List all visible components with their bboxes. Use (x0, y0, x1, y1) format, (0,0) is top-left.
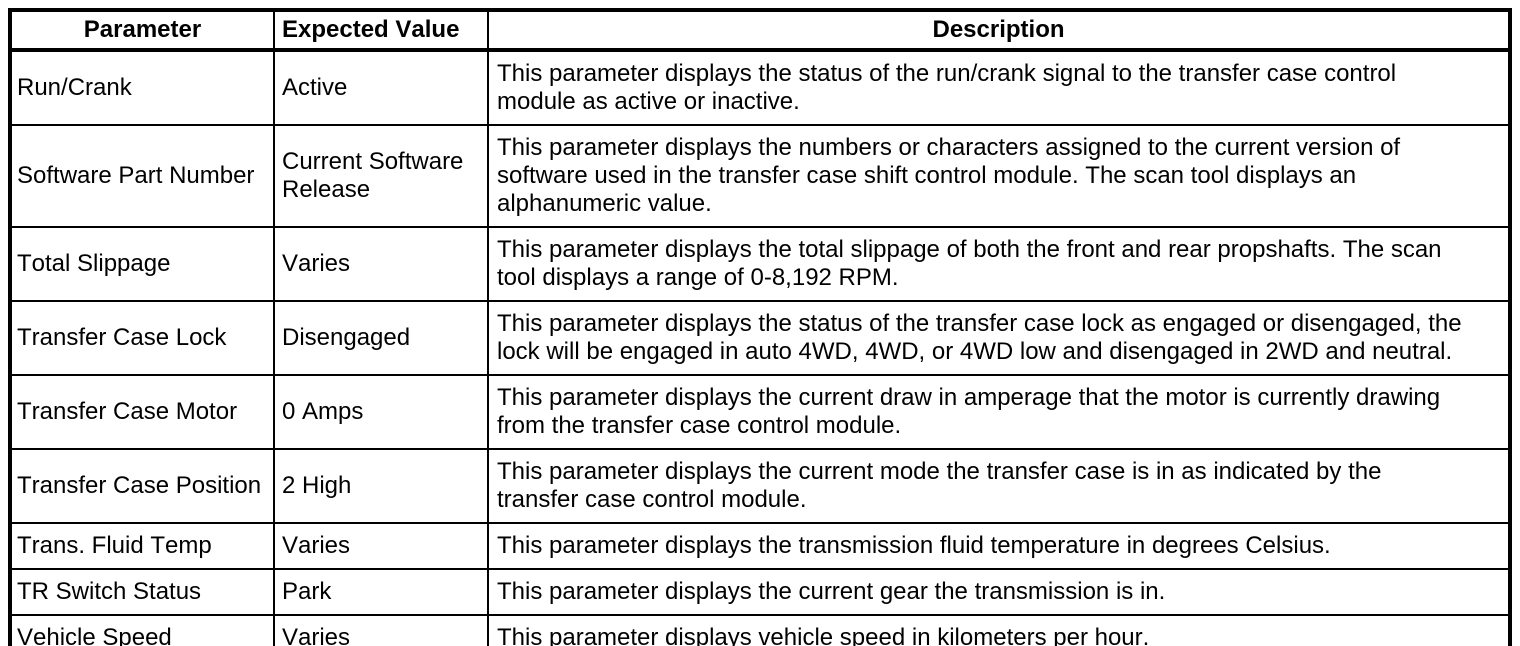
cell-description: This parameter displays vehicle speed in… (487, 614, 1511, 646)
cell-description: This parameter displays the current draw… (487, 374, 1511, 450)
cell-parameter: Run/Crank (9, 49, 275, 126)
cell-parameter: Transfer Case Motor (9, 374, 275, 450)
cell-expected-value: Park (273, 568, 489, 616)
cell-description: This parameter displays the total slippa… (487, 226, 1511, 302)
cell-description: This parameter displays the transmission… (487, 522, 1511, 570)
cell-expected-value: Varies (273, 614, 489, 646)
cell-expected-value: Varies (273, 226, 489, 302)
cell-expected-value: 2 High (273, 448, 489, 524)
column-header-description: Description (487, 9, 1511, 52)
table-header-row: Parameter Expected Value Description (9, 9, 1511, 52)
cell-parameter: Trans. Fluid Temp (9, 522, 275, 570)
cell-description: This parameter displays the current mode… (487, 448, 1511, 524)
column-header-parameter: Parameter (9, 9, 275, 52)
cell-expected-value: Disengaged (273, 300, 489, 376)
cell-description: This parameter displays the status of th… (487, 300, 1511, 376)
column-header-expected-value: Expected Value (273, 9, 489, 52)
cell-description: This parameter displays the numbers or c… (487, 124, 1511, 228)
cell-parameter: Transfer Case Lock (9, 300, 275, 376)
cell-expected-value: Current Software Release (273, 124, 489, 228)
cell-expected-value: Varies (273, 522, 489, 570)
cell-parameter: Software Part Number (9, 124, 275, 228)
cell-parameter: Total Slippage (9, 226, 275, 302)
cell-expected-value: Active (273, 49, 489, 126)
cell-description: This parameter displays the current gear… (487, 568, 1511, 616)
cell-parameter: Vehicle Speed (9, 614, 275, 646)
cell-description: This parameter displays the status of th… (487, 49, 1511, 126)
cell-expected-value: 0 Amps (273, 374, 489, 450)
parameters-table: Parameter Expected Value Description Run… (8, 8, 1512, 646)
cell-parameter: Transfer Case Position (9, 448, 275, 524)
cell-parameter: TR Switch Status (9, 568, 275, 616)
